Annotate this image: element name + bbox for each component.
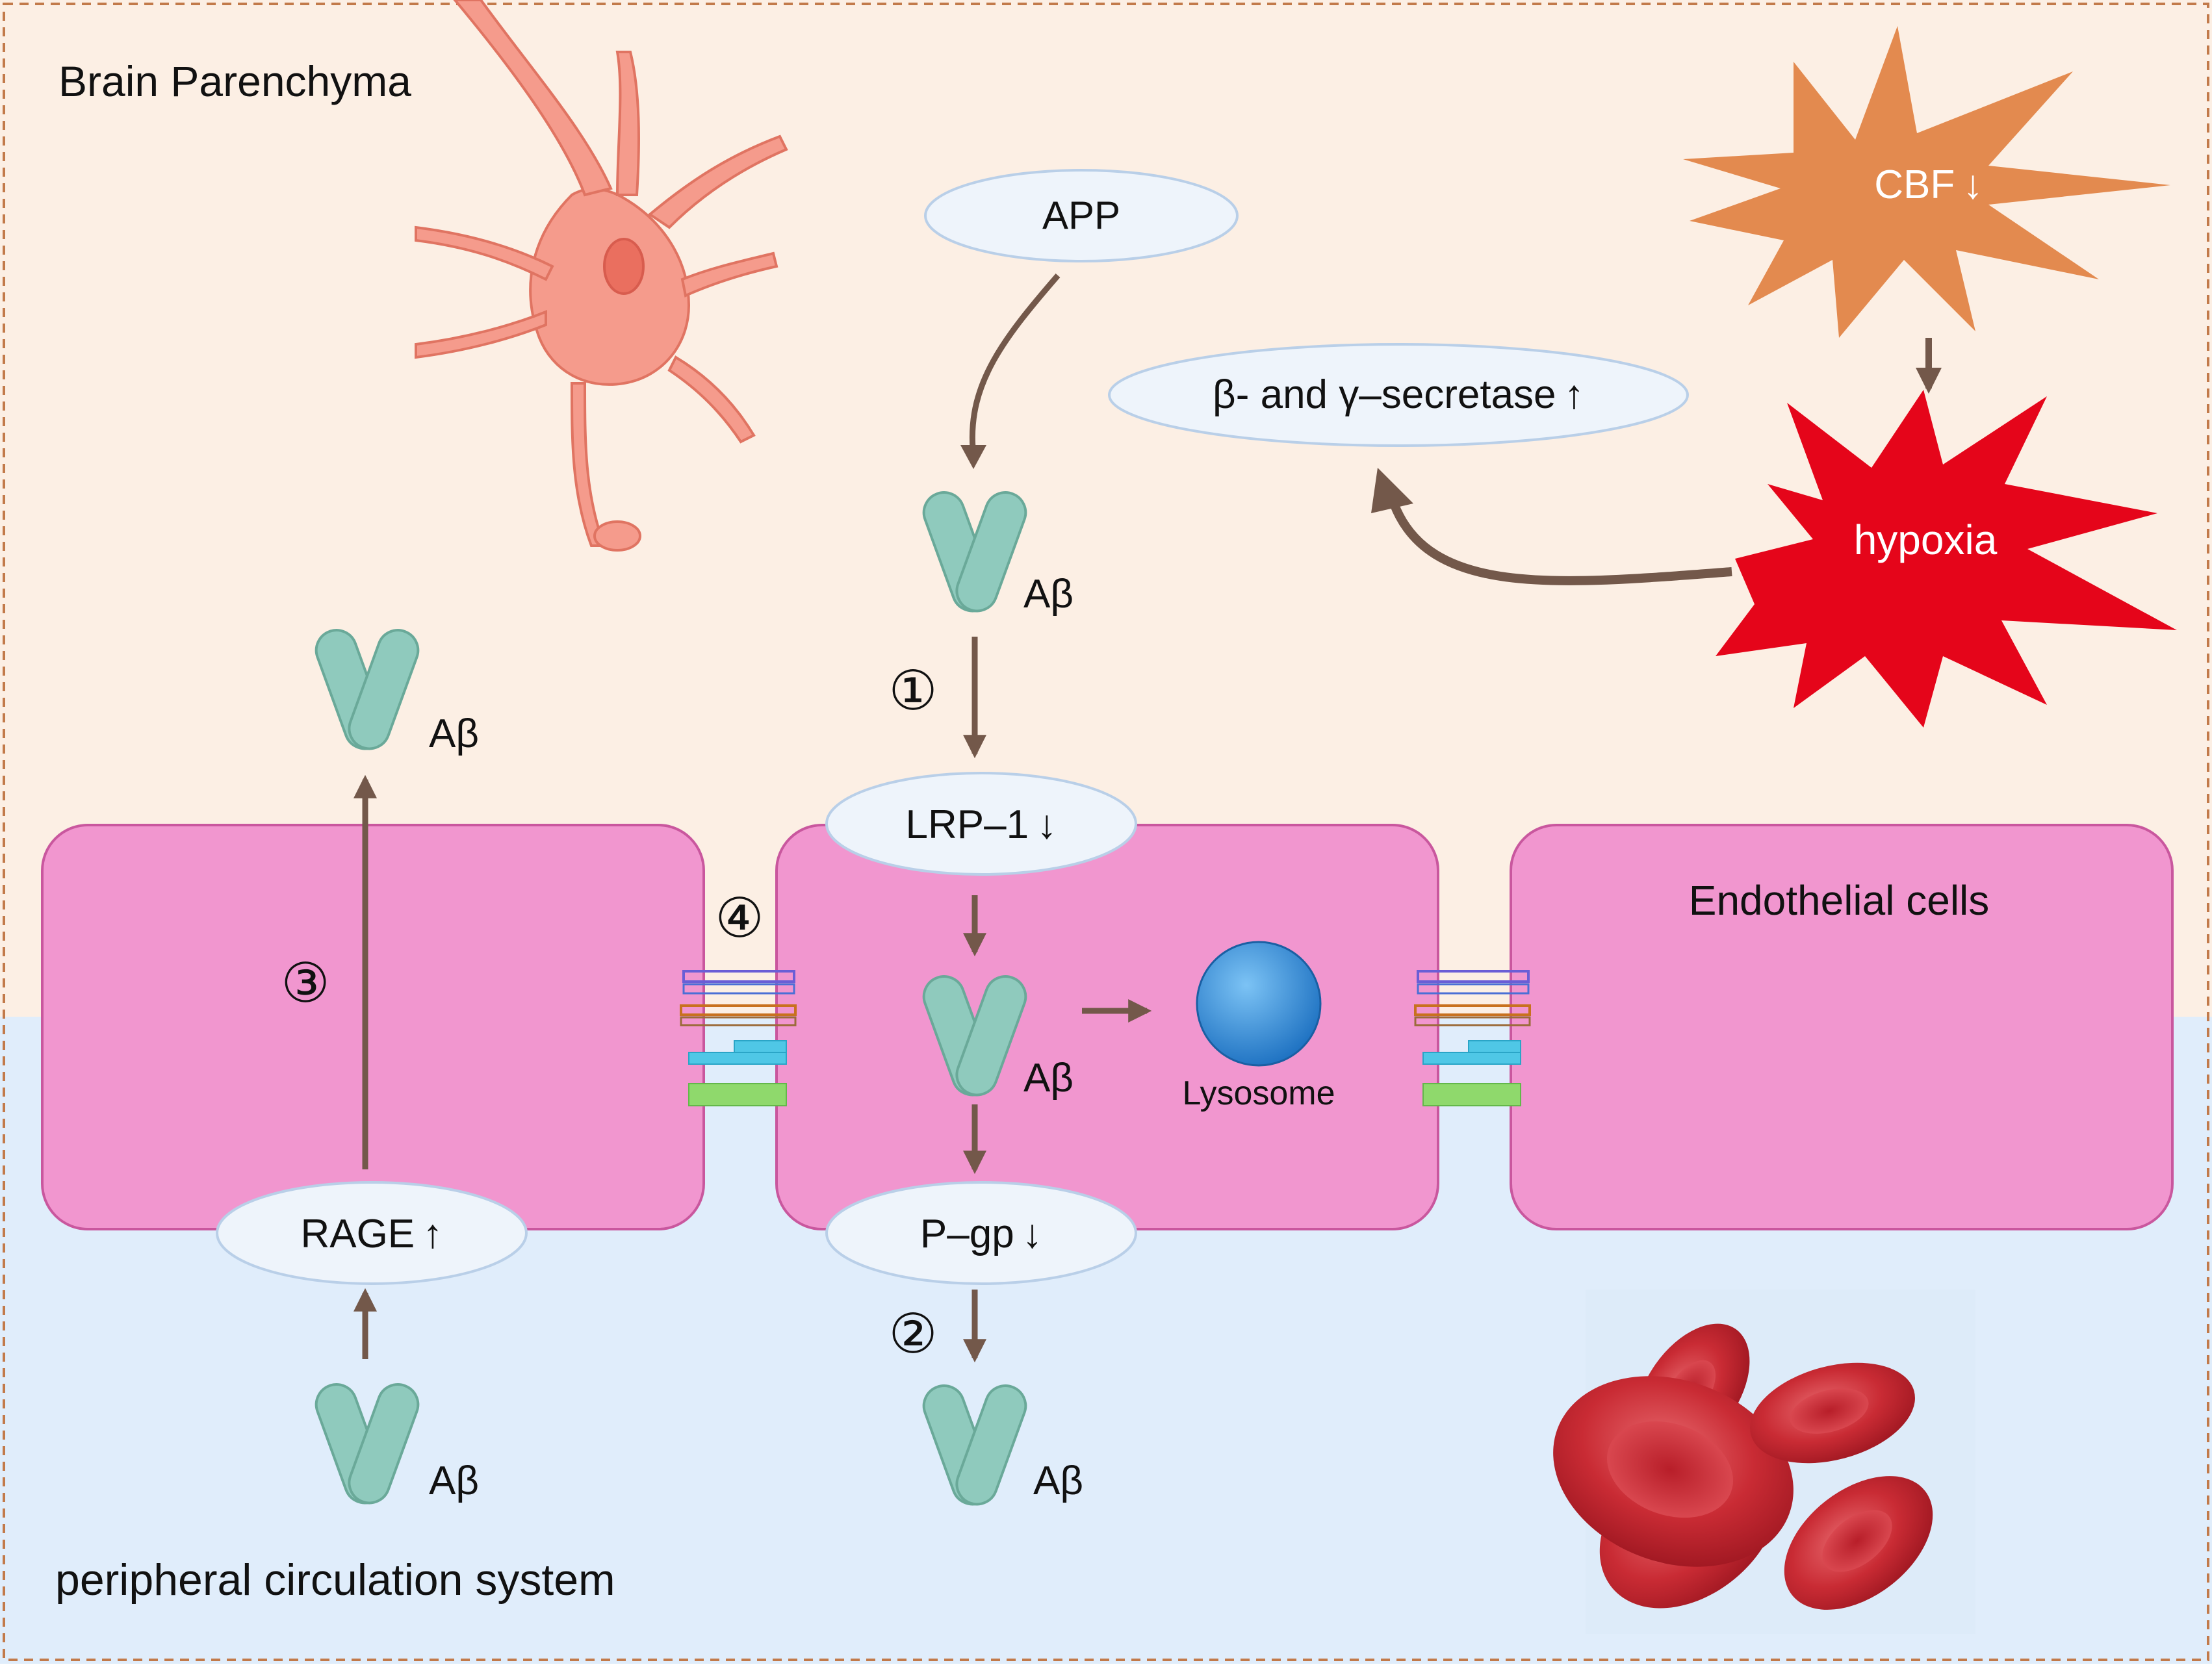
lrp1-label: LRP–1 ↓ <box>906 802 1057 847</box>
endothelial-cell-right <box>1510 824 2174 1230</box>
abeta-icon-upper-left <box>315 629 420 750</box>
pgp-ellipse <box>825 1181 1137 1285</box>
abeta-label-upper-left: Aβ <box>429 711 479 756</box>
app-to-abeta-arrow <box>969 274 1061 449</box>
app-ellipse <box>924 169 1239 262</box>
abeta-icon-middle <box>922 975 1027 1097</box>
endothelial-cell-middle <box>775 824 1439 1230</box>
lysosome-label: Lysosome <box>1182 1075 1335 1112</box>
red-blood-cells-icon <box>1553 1290 1975 1634</box>
lysosome-icon <box>1196 941 1322 1067</box>
tight-junction-left <box>680 970 797 1106</box>
step-4-marker: ④ <box>715 887 764 948</box>
app-label: APP <box>1042 194 1120 237</box>
brain-parenchyma-label: Brain Parenchyma <box>58 57 411 105</box>
abeta-label-lower-left: Aβ <box>429 1458 479 1503</box>
hypoxia-to-secretase-arrow <box>1389 502 1732 585</box>
rage-ellipse <box>216 1181 528 1285</box>
secretase-label: β- and γ–secretase ↑ <box>1213 372 1584 417</box>
abeta-label-middle: Aβ <box>1023 1056 1074 1101</box>
cbf-star-shape <box>1683 26 2170 338</box>
step-3-marker: ③ <box>281 952 329 1013</box>
abeta-icon-bottom-center <box>922 1384 1027 1506</box>
secretase-ellipse <box>1108 343 1689 447</box>
hypoxia-to-secretase-arrowhead <box>1371 468 1413 513</box>
app-to-abeta-arrowhead <box>960 445 986 469</box>
step-1-marker: ① <box>888 660 937 721</box>
cbf-label: CBF ↓ <box>1874 162 1983 207</box>
neuron-icon <box>415 0 788 552</box>
pgp-label: P–gp ↓ <box>920 1212 1042 1256</box>
tight-junction-right <box>1414 970 1531 1106</box>
endothelial-cell-left <box>41 824 705 1230</box>
abeta-label-top: Aβ <box>1023 572 1074 617</box>
hypoxia-star-shape <box>1716 390 2177 728</box>
frame-border <box>3 3 2209 1661</box>
endothelial-cells-label: Endothelial cells <box>1689 877 1990 924</box>
abeta-label-bottom-center: Aβ <box>1033 1458 1083 1503</box>
lrp1-ellipse <box>825 772 1137 876</box>
peripheral-circulation-label: peripheral circulation system <box>55 1555 615 1605</box>
step-2-marker: ② <box>888 1303 937 1364</box>
abeta-icon-top <box>922 491 1027 613</box>
hypoxia-label: hypoxia <box>1854 516 1998 563</box>
rage-label: RAGE ↑ <box>300 1212 443 1256</box>
abeta-icon-lower-left <box>315 1383 420 1505</box>
